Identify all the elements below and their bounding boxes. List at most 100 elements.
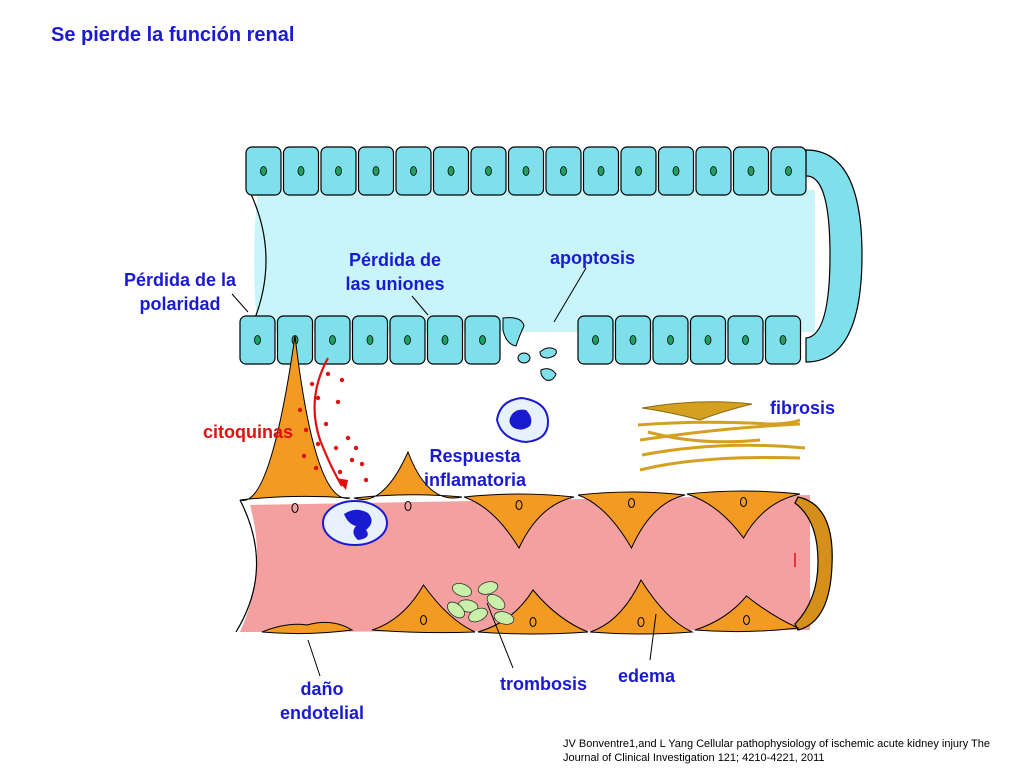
platelet — [493, 611, 515, 625]
cell-nucleus — [785, 166, 792, 176]
cell-nucleus — [667, 335, 674, 345]
cytokine-dot — [335, 399, 341, 405]
cell-nucleus — [366, 335, 374, 345]
cell-nucleus — [710, 166, 717, 176]
endothelial-cell — [577, 491, 686, 550]
tubule-top-cells — [245, 146, 807, 196]
epithelial-cell — [652, 315, 689, 365]
cell-nucleus — [479, 335, 486, 345]
epithelial-cell — [245, 146, 282, 196]
tubule-end-cap — [805, 149, 863, 363]
cytokine-dot — [333, 445, 339, 451]
cytokine-dot — [345, 435, 351, 441]
epithelial-cell — [507, 146, 545, 196]
epithelial-cell — [282, 146, 320, 196]
endothelial-cell — [686, 490, 801, 539]
label-edema: edema — [618, 666, 676, 686]
cell-nucleus — [254, 335, 261, 345]
label-citoquinas: citoquinas — [203, 422, 294, 442]
epithelial-cell — [426, 315, 464, 365]
epithelial-cell — [389, 315, 426, 365]
cell-nucleus — [447, 166, 455, 176]
platelet — [447, 601, 465, 619]
cytokine-dot — [339, 377, 345, 383]
epithelial-cell — [657, 146, 695, 196]
cell-nucleus — [743, 615, 750, 625]
cell-nucleus — [529, 617, 537, 627]
vessel-left-wall — [235, 499, 258, 633]
epithelial-cell — [727, 315, 764, 365]
epithelial-cell — [695, 146, 732, 196]
cell-nucleus — [629, 335, 637, 345]
pointer-lines — [231, 267, 657, 677]
leukocyte-in-vessel — [322, 500, 388, 546]
epithelial-cell — [320, 146, 357, 196]
cell-nucleus — [515, 500, 523, 510]
epithelial-cell — [764, 315, 802, 365]
fibrosis-fibers — [637, 401, 806, 472]
cell-nucleus — [329, 335, 336, 345]
cell-nucleus — [404, 335, 411, 345]
epithelial-cell — [545, 146, 582, 196]
cell-nucleus — [485, 166, 492, 176]
cell-nucleus — [597, 166, 605, 176]
epithelial-cell — [239, 315, 276, 365]
label-fibrosis: fibrosis — [770, 398, 836, 418]
endothelial-bottom-cells — [261, 578, 800, 635]
platelet — [451, 583, 473, 597]
cell-nucleus — [410, 166, 417, 176]
tubule-left-wall — [249, 191, 267, 331]
cell-nucleus — [628, 498, 635, 508]
epithelial-cell — [620, 146, 657, 196]
cytokine-dot — [363, 477, 369, 483]
platelet — [477, 581, 499, 595]
cell-nucleus — [592, 335, 599, 345]
cell-nucleus — [404, 501, 412, 511]
cytokine-dot — [313, 465, 319, 471]
endothelial-top-cells — [239, 335, 801, 550]
tubule-bottom-cells — [239, 315, 802, 365]
inflammatory-cell — [495, 396, 550, 444]
cell-nucleus — [742, 335, 749, 345]
epithelial-cell — [689, 315, 727, 365]
epithelial-cell — [351, 315, 389, 365]
label-trombosis: trombosis — [500, 674, 588, 694]
apoptotic-body — [539, 347, 557, 359]
epithelial-cell — [432, 146, 470, 196]
cell-nucleus — [372, 166, 380, 176]
vessel-end-cap — [794, 496, 833, 631]
platelet-cluster — [447, 581, 515, 625]
cell-nucleus — [335, 166, 342, 176]
epithelial-cell — [732, 146, 770, 196]
cell-nucleus — [441, 335, 449, 345]
platelet — [486, 594, 506, 610]
tubule-lumen — [254, 190, 815, 332]
cytokine-flow — [297, 357, 369, 490]
epithelial-cell — [357, 146, 395, 196]
cytokine-dot — [325, 371, 331, 377]
cell-nucleus — [637, 617, 645, 627]
cell-nucleus — [420, 615, 427, 625]
cell-nucleus — [747, 166, 755, 176]
endothelial-cell — [261, 621, 354, 635]
epithelial-cell — [770, 146, 807, 196]
cell-nucleus — [672, 166, 680, 176]
epithelial-cell — [395, 146, 432, 196]
cytokine-dot — [309, 381, 315, 387]
apoptotic-body — [517, 352, 531, 364]
cell-nucleus — [260, 166, 267, 176]
apoptotic-body — [540, 368, 557, 381]
epithelial-cell — [577, 315, 614, 365]
epithelial-cell — [614, 315, 652, 365]
epithelial-cell — [582, 146, 620, 196]
endothelial-cell — [463, 493, 575, 550]
cytokine-dot — [323, 421, 329, 427]
detached-cell — [502, 317, 525, 347]
platelet — [468, 607, 488, 623]
epithelial-cell — [314, 315, 351, 365]
endothelial-cell — [353, 450, 463, 500]
